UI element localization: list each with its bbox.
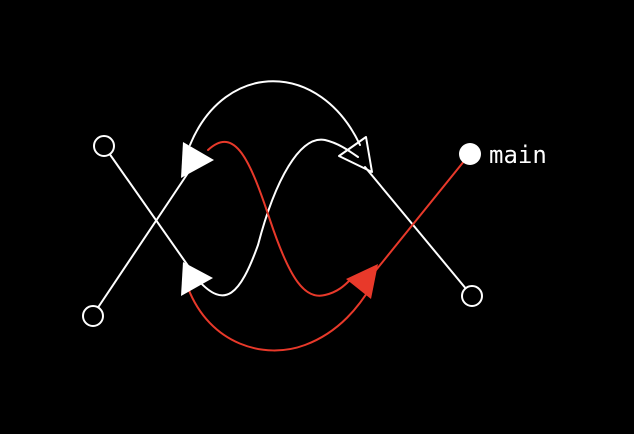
node-main-label: main (489, 141, 547, 169)
upper-right-arrow (338, 136, 373, 173)
node-bottom-right (461, 285, 483, 307)
edge-bottom-arc (187, 284, 373, 352)
upper-left-arrow (181, 142, 214, 178)
edge-bottom-left-to-upper-arrow (92, 157, 199, 316)
lower-right-arrow (346, 264, 378, 299)
edge-to-bottom-right (364, 166, 473, 297)
edge-to-main (367, 154, 470, 281)
lower-left-arrow (181, 262, 213, 296)
edge-white-s-curve (197, 138, 359, 297)
node-main (459, 143, 481, 165)
edge-top-arc (189, 80, 361, 146)
node-bottom-left (82, 305, 104, 327)
node-top-left (93, 135, 115, 157)
edge-red-s-curve (207, 140, 351, 297)
edge-top-left-to-lower-arrow (103, 145, 199, 281)
